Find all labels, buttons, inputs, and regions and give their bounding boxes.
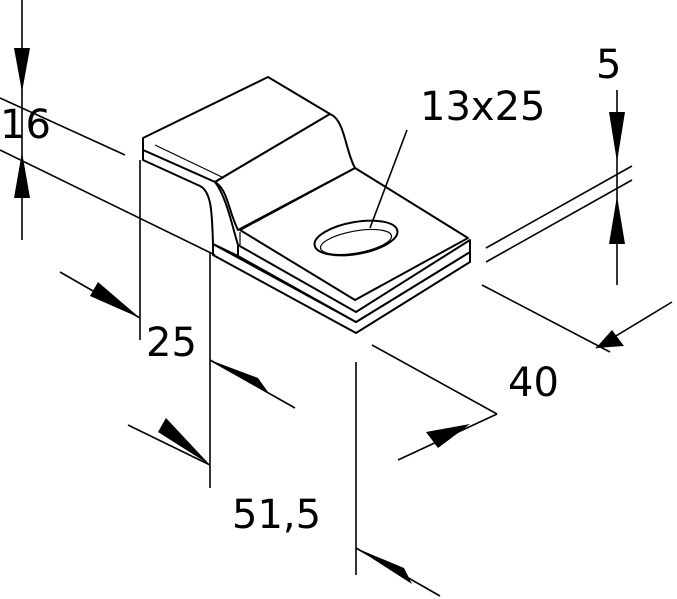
dim-13x25: 13x25	[369, 84, 545, 229]
dim-40: 40	[371, 284, 673, 461]
dim-5: 5	[485, 42, 633, 285]
dim-51-5-label: 51,5	[232, 492, 321, 538]
dim-25: 25	[59, 160, 296, 488]
dim-25-label: 25	[146, 320, 197, 366]
riser-front	[142, 149, 239, 257]
dim-51-5: 51,5	[127, 362, 441, 597]
flange-edge	[154, 144, 225, 179]
curved-riser	[214, 113, 356, 231]
dim-40-label: 40	[508, 360, 559, 406]
slot-inner-edge	[319, 228, 393, 256]
bracket-part	[142, 76, 471, 334]
dim-16: 16	[0, 0, 216, 256]
dim-13x25-label: 13x25	[420, 84, 545, 130]
dim-5-label: 5	[596, 42, 621, 88]
dim-16-label: 16	[0, 102, 51, 148]
